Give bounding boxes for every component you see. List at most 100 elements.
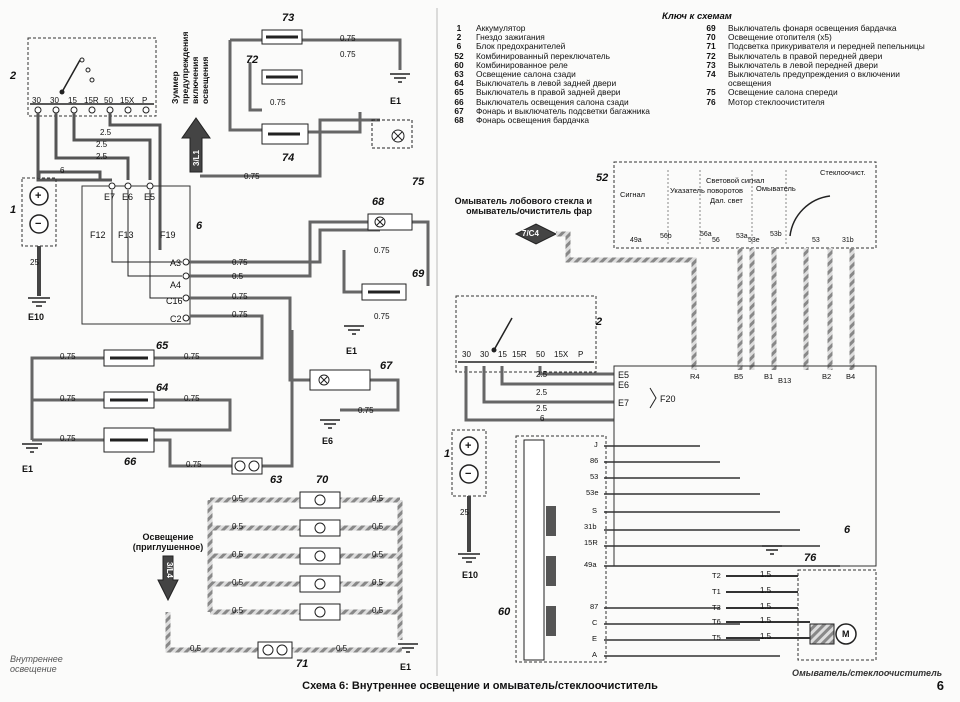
component-number-66: 66 xyxy=(124,456,137,468)
key-text: Комбинированное реле xyxy=(476,59,568,70)
gauge-075-66: 0.75 xyxy=(60,434,76,443)
fusebox-right xyxy=(613,365,877,567)
fusebox-right-pin-e6: E6 xyxy=(618,380,630,390)
ignition-wires-right xyxy=(464,366,614,422)
component-number-76: 76 xyxy=(804,552,817,564)
key-entry: 6 Блок предохранителей xyxy=(442,42,692,51)
motor-pin-label: T3 xyxy=(712,603,721,612)
ground-label-e1-left: E1 xyxy=(22,464,34,474)
fusebox-out-c16: C16 xyxy=(166,296,183,306)
fusebox-right-out-label: B13 xyxy=(778,376,792,385)
fusebox-right-out-label: B2 xyxy=(822,372,832,381)
gauge-05-71: 0.5 xyxy=(190,644,202,653)
component-number-74: 74 xyxy=(282,152,295,164)
buzzer-arrow xyxy=(181,117,211,173)
ignition-terminal-label: P xyxy=(142,96,148,105)
wire-gauge-label: 0.5 xyxy=(232,550,244,559)
page-number: 6 xyxy=(936,678,944,693)
battery-minus-left: − xyxy=(35,218,42,230)
switch-64 xyxy=(103,391,155,409)
fusebox-right-out-label: R4 xyxy=(690,372,700,381)
fusebox-right-out-label: B1 xyxy=(764,372,774,381)
heater-lamps-70 xyxy=(299,491,341,621)
component-number-6-right: 6 xyxy=(844,524,851,536)
key-number: 60 xyxy=(454,59,464,70)
relay-pin-label: 86 xyxy=(590,456,599,465)
combo-switch-pin-label: 56a xyxy=(700,231,712,238)
fuse-f20: F20 xyxy=(660,394,676,404)
fusebox-out-a3: A3 xyxy=(170,258,182,268)
gauge-075-69: 0.75 xyxy=(374,312,390,321)
wire-gauge-label: 0.5 xyxy=(232,578,244,587)
component-number-2-right: 2 xyxy=(596,316,603,328)
fusebox-right-pin-e7: E7 xyxy=(618,398,630,408)
combo-switch-section-label: Омыватель xyxy=(756,184,796,193)
ignition-terminal-label: P xyxy=(578,350,584,359)
combo-switch-section-label: Сигнал xyxy=(620,190,646,199)
relay-pin-label: 31b xyxy=(584,522,597,531)
key-text: Аккумулятор xyxy=(476,23,526,33)
relay-pin-label: 87 xyxy=(590,602,599,611)
switch-66 xyxy=(103,427,155,453)
key-number: 1 xyxy=(456,23,462,33)
fuse-f13: F13 xyxy=(118,230,134,240)
gauge-075-68: 0.75 xyxy=(374,246,390,255)
key-text: Выключатель в левой задней двери xyxy=(476,78,617,89)
fusebox-right-out-label: B4 xyxy=(846,372,856,381)
key-text: Освещение салона спереди xyxy=(728,87,838,98)
combo-switch-pin-label: 49a xyxy=(630,237,642,244)
ignition-terminal-label: 50 xyxy=(104,96,113,105)
gauge-2-5-r3: 2.5 xyxy=(536,404,548,413)
key-text: Блок предохранителей xyxy=(476,41,566,52)
ignition-terminal-label: 30 xyxy=(480,350,489,359)
relay-pin-label: E xyxy=(592,634,598,643)
component-number-2-left: 2 xyxy=(10,70,17,82)
relay-pin-label: A xyxy=(592,650,598,659)
gauge-2-5-r1: 2.5 xyxy=(536,370,548,379)
key-number: 69 xyxy=(706,23,716,33)
component-number-64: 64 xyxy=(156,382,169,394)
switch-74 xyxy=(261,123,309,145)
fusebox-right-pin-e5: E5 xyxy=(618,370,630,380)
fusebox-pin-e7: E7 xyxy=(104,192,116,202)
ground-fusebox-right xyxy=(762,545,782,555)
combo-switch-pin-label: 56b xyxy=(660,233,672,240)
switch-73 xyxy=(261,29,303,45)
relay-pin-label: 15R xyxy=(584,538,598,547)
gauge-075-72: 0.75 xyxy=(340,50,356,59)
heater-light-wires xyxy=(165,497,403,653)
gauge-075-64b: 0.75 xyxy=(184,394,200,403)
right-bottom-title: Омыватель/стеклоочиститель xyxy=(792,668,943,678)
gauge-075-c2: 0.75 xyxy=(232,310,248,319)
washer-arrow xyxy=(514,223,697,370)
key-text: Выключатель фонаря освещения бардачка xyxy=(728,23,897,33)
fusebox-left xyxy=(81,182,191,325)
key-number: 2 xyxy=(456,32,462,43)
lamp-75 xyxy=(371,119,413,149)
key-number: 6 xyxy=(456,41,462,52)
component-number-1-left: 1 xyxy=(10,204,17,216)
combo-switch-pin-label: 53a xyxy=(736,233,748,240)
ground-e1-mid xyxy=(344,325,364,335)
lighting-ref: 3/L4 xyxy=(165,562,174,579)
gauge-075-65b: 0.75 xyxy=(184,352,200,361)
ignition-terminal-label: 30 xyxy=(462,350,471,359)
fuse-f19: F19 xyxy=(160,230,176,240)
combo-switch-pin-label: 53 xyxy=(812,237,820,244)
wire-gauge-label: 0.5 xyxy=(372,522,384,531)
battery-right xyxy=(451,429,487,552)
switch-72 xyxy=(261,69,303,85)
lighting-dim-label: Освещение (приглушенное) xyxy=(132,532,204,552)
combo-switch-section-label: Указатель поворотов xyxy=(670,186,744,195)
wire-gauge-label: 0.5 xyxy=(372,606,384,615)
wire-gauge-label: 0.5 xyxy=(232,522,244,531)
component-number-68: 68 xyxy=(372,196,385,208)
motor-pin-label: T2 xyxy=(712,571,721,580)
component-number-65: 65 xyxy=(156,340,169,352)
ground-e10-left xyxy=(28,297,50,307)
